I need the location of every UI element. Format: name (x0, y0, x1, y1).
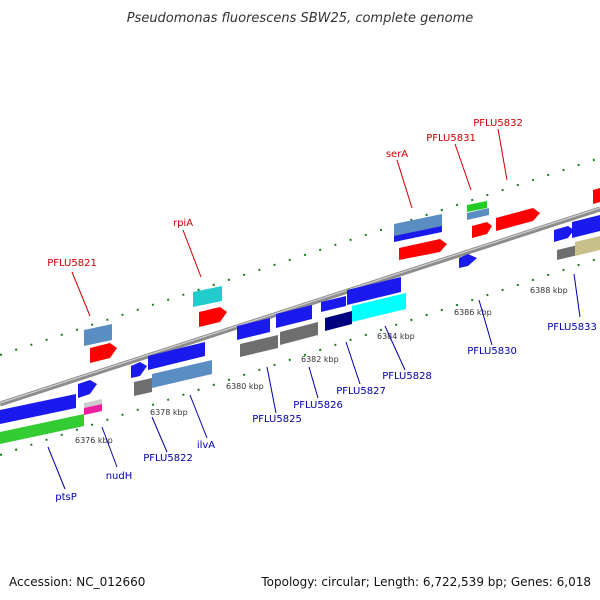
leader-PFLU5825 (266, 366, 277, 414)
tick-label: 6386 kbp (454, 308, 492, 317)
gene-PFLU5827-feature[interactable] (325, 311, 352, 331)
leader-PFLU5833 (573, 273, 581, 318)
gene-nudH-feature[interactable] (84, 399, 102, 408)
gene-PFLU5828-feature[interactable] (352, 293, 406, 322)
gene-PFLU5831-feature-2[interactable] (467, 208, 489, 220)
gene-serA-arrow[interactable] (399, 239, 447, 260)
gene-PFLU5826-arrow[interactable] (276, 305, 312, 328)
gene-rpiA-arrow[interactable] (199, 307, 227, 327)
topology-text: Topology: circular; Length: 6,722,539 bp… (260, 575, 591, 589)
forward-strand-features (84, 188, 600, 363)
gene-PFLU5833-feature[interactable] (557, 245, 578, 260)
leader-PFLU5828 (384, 325, 406, 371)
genome-backbone (0, 206, 600, 407)
tick-label: 6388 kbp (530, 286, 568, 295)
gene-PFLU5833-arrow[interactable] (554, 226, 574, 242)
gene-serA-feature-2[interactable] (394, 226, 442, 242)
gene-label-ptsP[interactable]: ptsP (55, 492, 77, 503)
leader-PFLU5827 (345, 341, 361, 385)
gene-labels: PFLU5821 rpiA serA PFLU5831 PFLU5832 pts… (47, 118, 597, 503)
gene-label-PFLU5827[interactable]: PFLU5827 (336, 386, 386, 397)
gene-PFLU5830-arrow[interactable] (459, 254, 477, 268)
reverse-strand-features (0, 215, 600, 444)
leader-ptsP (47, 446, 66, 490)
gene-label-serA[interactable]: serA (386, 149, 408, 160)
top-tick-track (0, 157, 600, 356)
gene-PFLU5832-arrow[interactable] (496, 208, 540, 231)
gene-ptsP-feature[interactable] (0, 414, 84, 444)
gene-PFLU5831-arrow[interactable] (472, 222, 492, 238)
gene-edge-blue[interactable] (572, 215, 600, 238)
leader-PFLU5832 (497, 128, 508, 181)
gene-PFLU5831-feature[interactable] (467, 201, 487, 212)
gene-edge-khaki[interactable] (575, 236, 600, 256)
leader-PFLU5821 (71, 271, 91, 317)
gene-label-PFLU5830[interactable]: PFLU5830 (467, 346, 517, 357)
gene-label-rpiA[interactable]: rpiA (173, 218, 193, 229)
leader-PFLU5830 (478, 299, 493, 346)
leader-rpiA (182, 229, 202, 278)
gene-nudH-feature-2[interactable] (84, 404, 102, 415)
gene-PFLU5821-arrow[interactable] (90, 343, 117, 363)
gene-PFLU5827-arrow[interactable] (321, 296, 346, 312)
gene-label-PFLU5832[interactable]: PFLU5832 (473, 118, 523, 129)
gene-ilvA-feature[interactable] (152, 360, 212, 388)
gene-label-ilvA[interactable]: ilvA (197, 440, 215, 451)
gene-edge-arrow[interactable] (593, 188, 600, 204)
gene-PFLU5825-arrow[interactable] (237, 318, 270, 340)
gene-nudH-arrow[interactable] (78, 380, 97, 398)
leader-nudH (101, 426, 118, 468)
gene-PFLU5821-feature[interactable] (84, 324, 112, 346)
gene-label-PFLU5826[interactable]: PFLU5826 (293, 400, 343, 411)
leader-ilvA (189, 394, 208, 439)
tick-label: 6384 kbp (377, 332, 415, 341)
gene-label-leaders (47, 128, 581, 490)
tick-label: 6380 kbp (226, 382, 264, 391)
gene-label-PFLU5828[interactable]: PFLU5828 (382, 371, 432, 382)
tick-label: 6378 kbp (150, 408, 188, 417)
tick-label: 6382 kbp (301, 355, 339, 364)
gene-label-PFLU5821[interactable]: PFLU5821 (47, 258, 97, 269)
leader-PFLU5831 (454, 143, 472, 191)
map-title: Pseudomonas fluorescens SBW25, complete … (127, 11, 474, 26)
gene-rpiA-feature[interactable] (193, 286, 222, 307)
gene-ilvA-arrow[interactable] (148, 342, 205, 370)
gene-PFLU5822-arrow[interactable] (131, 362, 147, 378)
gene-PFLU5828-arrow[interactable] (347, 277, 401, 305)
gene-PFLU5826-feature[interactable] (280, 322, 318, 345)
gene-label-PFLU5822[interactable]: PFLU5822 (143, 453, 193, 464)
gene-ptsP-feature-blue[interactable] (0, 394, 76, 424)
gene-label-nudH[interactable]: nudH (106, 471, 133, 482)
leader-serA (396, 159, 413, 209)
gene-label-PFLU5833[interactable]: PFLU5833 (547, 322, 597, 333)
gene-PFLU5825-feature[interactable] (240, 335, 278, 357)
genome-backbone-highlight (0, 207, 600, 404)
accession-text: Accession: NC_012660 (9, 575, 145, 589)
tick-label: 6376 kbp (75, 436, 113, 445)
gene-label-PFLU5831[interactable]: PFLU5831 (426, 133, 476, 144)
kbp-tick-labels: 6376 kbp 6378 kbp 6380 kbp 6382 kbp 6384… (75, 286, 568, 445)
leader-PFLU5822 (151, 416, 168, 453)
leader-PFLU5826 (308, 366, 319, 399)
gene-label-PFLU5825[interactable]: PFLU5825 (252, 414, 302, 425)
gene-PFLU5822-feature[interactable] (134, 378, 152, 396)
